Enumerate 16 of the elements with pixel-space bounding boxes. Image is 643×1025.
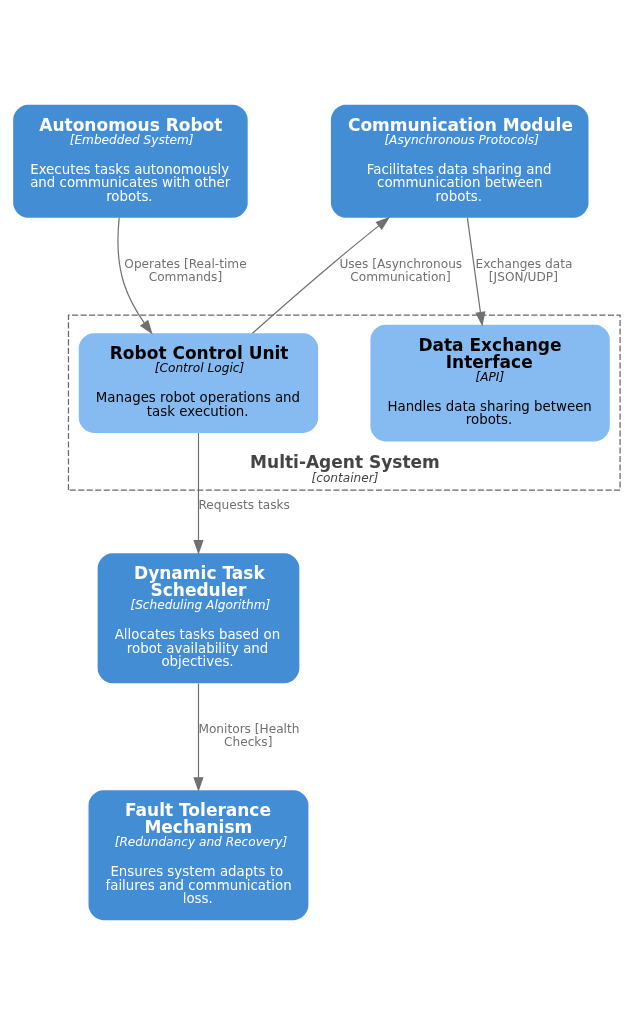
edge-label: Requests tasks bbox=[198, 498, 290, 513]
edge-label: Monitors [Health Checks] bbox=[198, 722, 300, 750]
arrow bbox=[193, 682, 204, 792]
edge-label: Operates [Real-time Commands] bbox=[124, 256, 247, 285]
edge-label: Exchanges data [JSON/UDP] bbox=[475, 256, 573, 285]
node-box: Robot Control Unit [Control Logic] Manages robot operations and task execution. bbox=[78, 333, 319, 433]
arrow bbox=[117, 217, 153, 335]
edge-label: Uses [Asynchronous Communication] bbox=[339, 256, 463, 285]
node-box: Dynamic Task Scheduler [Scheduling Algorithm] Allocates tasks based on robot availability and objectives. bbox=[97, 553, 300, 684]
arrow bbox=[466, 217, 486, 327]
arrow bbox=[251, 216, 391, 334]
node-box: Data Exchange Interface [API] Handles data sharing between robots. bbox=[370, 324, 610, 442]
node-box: Communication Module [Asynchronous Protocols] Facilitates data sharing and communication between robots. bbox=[330, 104, 589, 218]
node-box: Autonomous Robot [Embedded System] Executes tasks autonomously and communicates with other robots. bbox=[13, 104, 248, 218]
arrow bbox=[193, 432, 204, 555]
node-box: Fault Tolerance Mechanism [Redundancy and Recovery] Ensures system adapts to failures and communication loss. bbox=[88, 790, 309, 921]
